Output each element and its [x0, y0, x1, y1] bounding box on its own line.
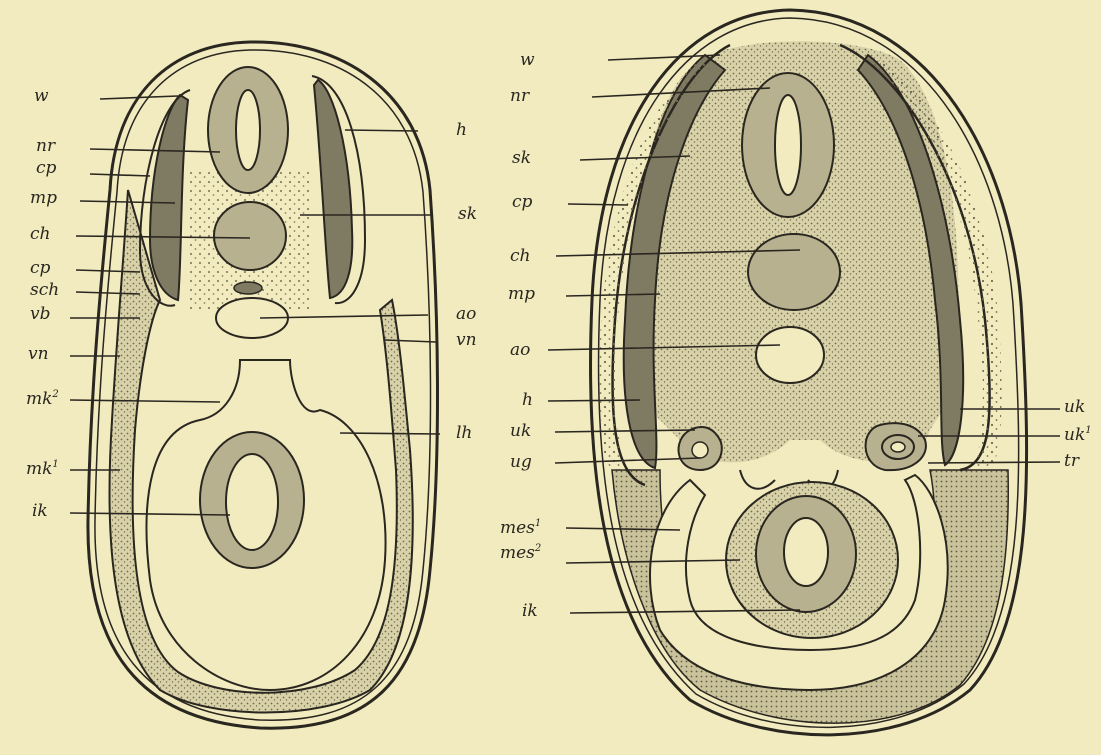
label-left-ao: ao — [456, 306, 476, 323]
right-embryo-section — [590, 10, 1026, 735]
label-right-mp: mp — [508, 286, 535, 303]
label-right-tr: tr — [1064, 453, 1079, 470]
label-right-ao: ao — [510, 342, 530, 359]
label-right-uk1-side: uk1 — [1064, 426, 1092, 444]
label-right-mes2: mes2 — [500, 544, 541, 562]
leader-line — [90, 149, 220, 152]
label-left-h: h — [456, 122, 467, 139]
label-left-ik: ik — [32, 503, 48, 520]
label-left-vn-right: vn — [456, 332, 477, 349]
label-right-ug: ug — [510, 454, 532, 471]
right-notochord — [748, 234, 840, 310]
label-right-sk: sk — [512, 150, 531, 167]
label-left-cp-lower: cp — [30, 260, 50, 277]
label-right-uk: uk — [510, 423, 531, 440]
left-gut-lumen — [226, 454, 278, 550]
leader-line — [548, 400, 640, 401]
label-right-h: h — [522, 392, 533, 409]
label-right-cp: cp — [512, 194, 532, 211]
left-neural-canal — [236, 90, 260, 170]
label-right-mes1: mes1 — [500, 519, 541, 537]
leader-line — [345, 130, 418, 131]
label-left-vn: vn — [28, 346, 49, 363]
right-primitive-kidney-right-lumen — [891, 442, 905, 452]
label-left-w: w — [34, 88, 49, 105]
left-mesoderm-plate-left — [150, 95, 188, 300]
left-subnotochordal-rod — [234, 282, 262, 294]
right-aorta — [756, 327, 824, 383]
label-left-cp-upper: cp — [36, 160, 56, 177]
right-primitive-kidney-left-lumen — [692, 442, 708, 458]
label-left-sk: sk — [458, 206, 477, 223]
label-left-lh: lh — [456, 425, 472, 442]
leader-line — [928, 462, 1060, 463]
label-right-w: w — [520, 52, 535, 69]
label-left-mk1: mk1 — [26, 460, 59, 478]
label-left-mk2: mk2 — [26, 390, 59, 408]
label-right-ch: ch — [510, 248, 530, 265]
label-right-ik: ik — [522, 603, 538, 620]
label-left-ch: ch — [30, 226, 50, 243]
left-notochord — [214, 202, 286, 270]
label-right-nr: nr — [510, 88, 529, 105]
right-gut-lumen — [784, 518, 828, 586]
label-left-sch: sch — [30, 282, 59, 299]
leader-line — [568, 204, 628, 205]
label-left-vb: vb — [30, 306, 51, 323]
left-embryo-section — [88, 42, 438, 728]
leader-line — [555, 458, 700, 463]
label-right-uk-side: uk — [1064, 399, 1085, 416]
label-left-nr: nr — [36, 138, 55, 155]
label-left-mp: mp — [30, 190, 57, 207]
right-neural-canal — [775, 95, 801, 195]
leader-line — [340, 433, 440, 434]
leader-line — [90, 174, 150, 176]
